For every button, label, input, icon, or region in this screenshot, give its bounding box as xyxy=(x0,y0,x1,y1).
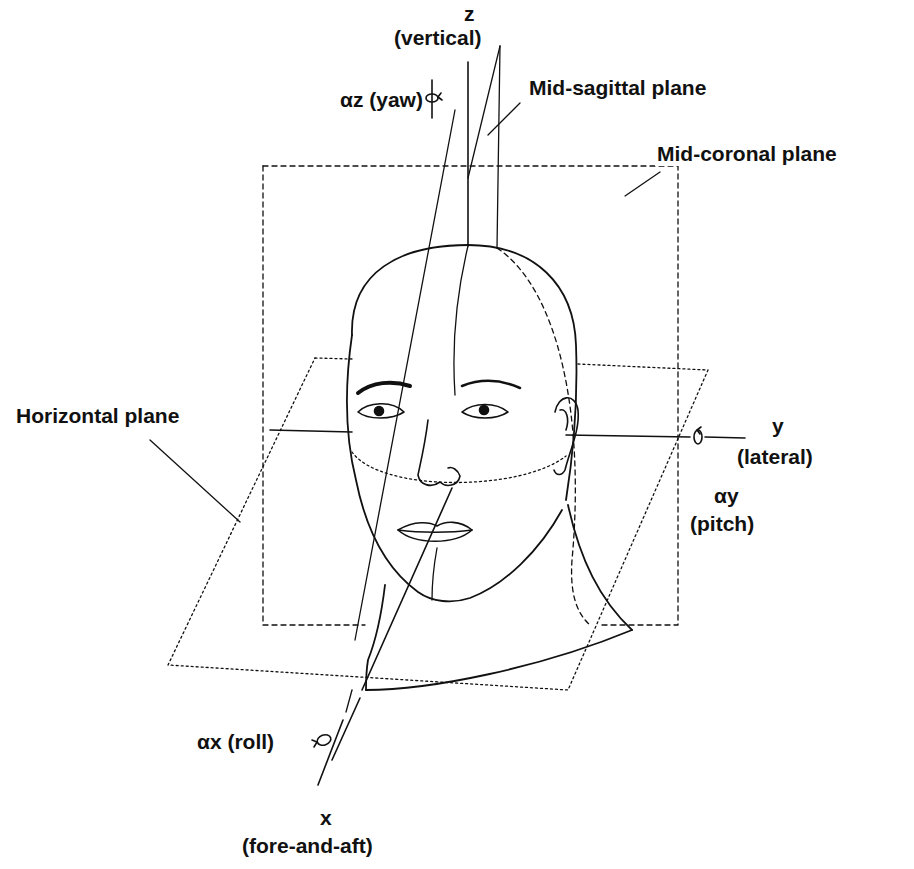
axis-label: z xyxy=(462,2,477,26)
chin-midline xyxy=(432,548,437,600)
axis-label: y xyxy=(770,414,786,438)
axis-label: (fore-and-aft) xyxy=(240,834,375,858)
axis-label: Horizontal plane xyxy=(14,404,181,428)
axis-label: (vertical) xyxy=(392,26,484,50)
head-outline xyxy=(347,245,632,690)
leader-lines xyxy=(150,103,660,522)
head-hidden-contours xyxy=(352,248,590,625)
axis-label: Mid-sagittal plane xyxy=(527,76,708,100)
x-axis xyxy=(312,488,452,785)
axis-label: αz (yaw) xyxy=(338,88,425,112)
axis-label: (lateral) xyxy=(735,445,815,469)
axis-label: Mid-coronal plane xyxy=(655,142,839,166)
mid-sagittal-plane xyxy=(346,46,500,712)
face-features xyxy=(358,381,578,541)
face-midline xyxy=(454,246,468,395)
axis-label: αx (roll) xyxy=(195,730,276,754)
y-axis xyxy=(270,427,745,444)
axis-label: (pitch) xyxy=(688,512,756,536)
axis-label: αy xyxy=(712,484,741,508)
mid-coronal-plane xyxy=(263,166,678,625)
axis-label: x xyxy=(318,806,334,830)
horizontal-plane xyxy=(168,358,708,690)
z-axis xyxy=(426,62,468,246)
